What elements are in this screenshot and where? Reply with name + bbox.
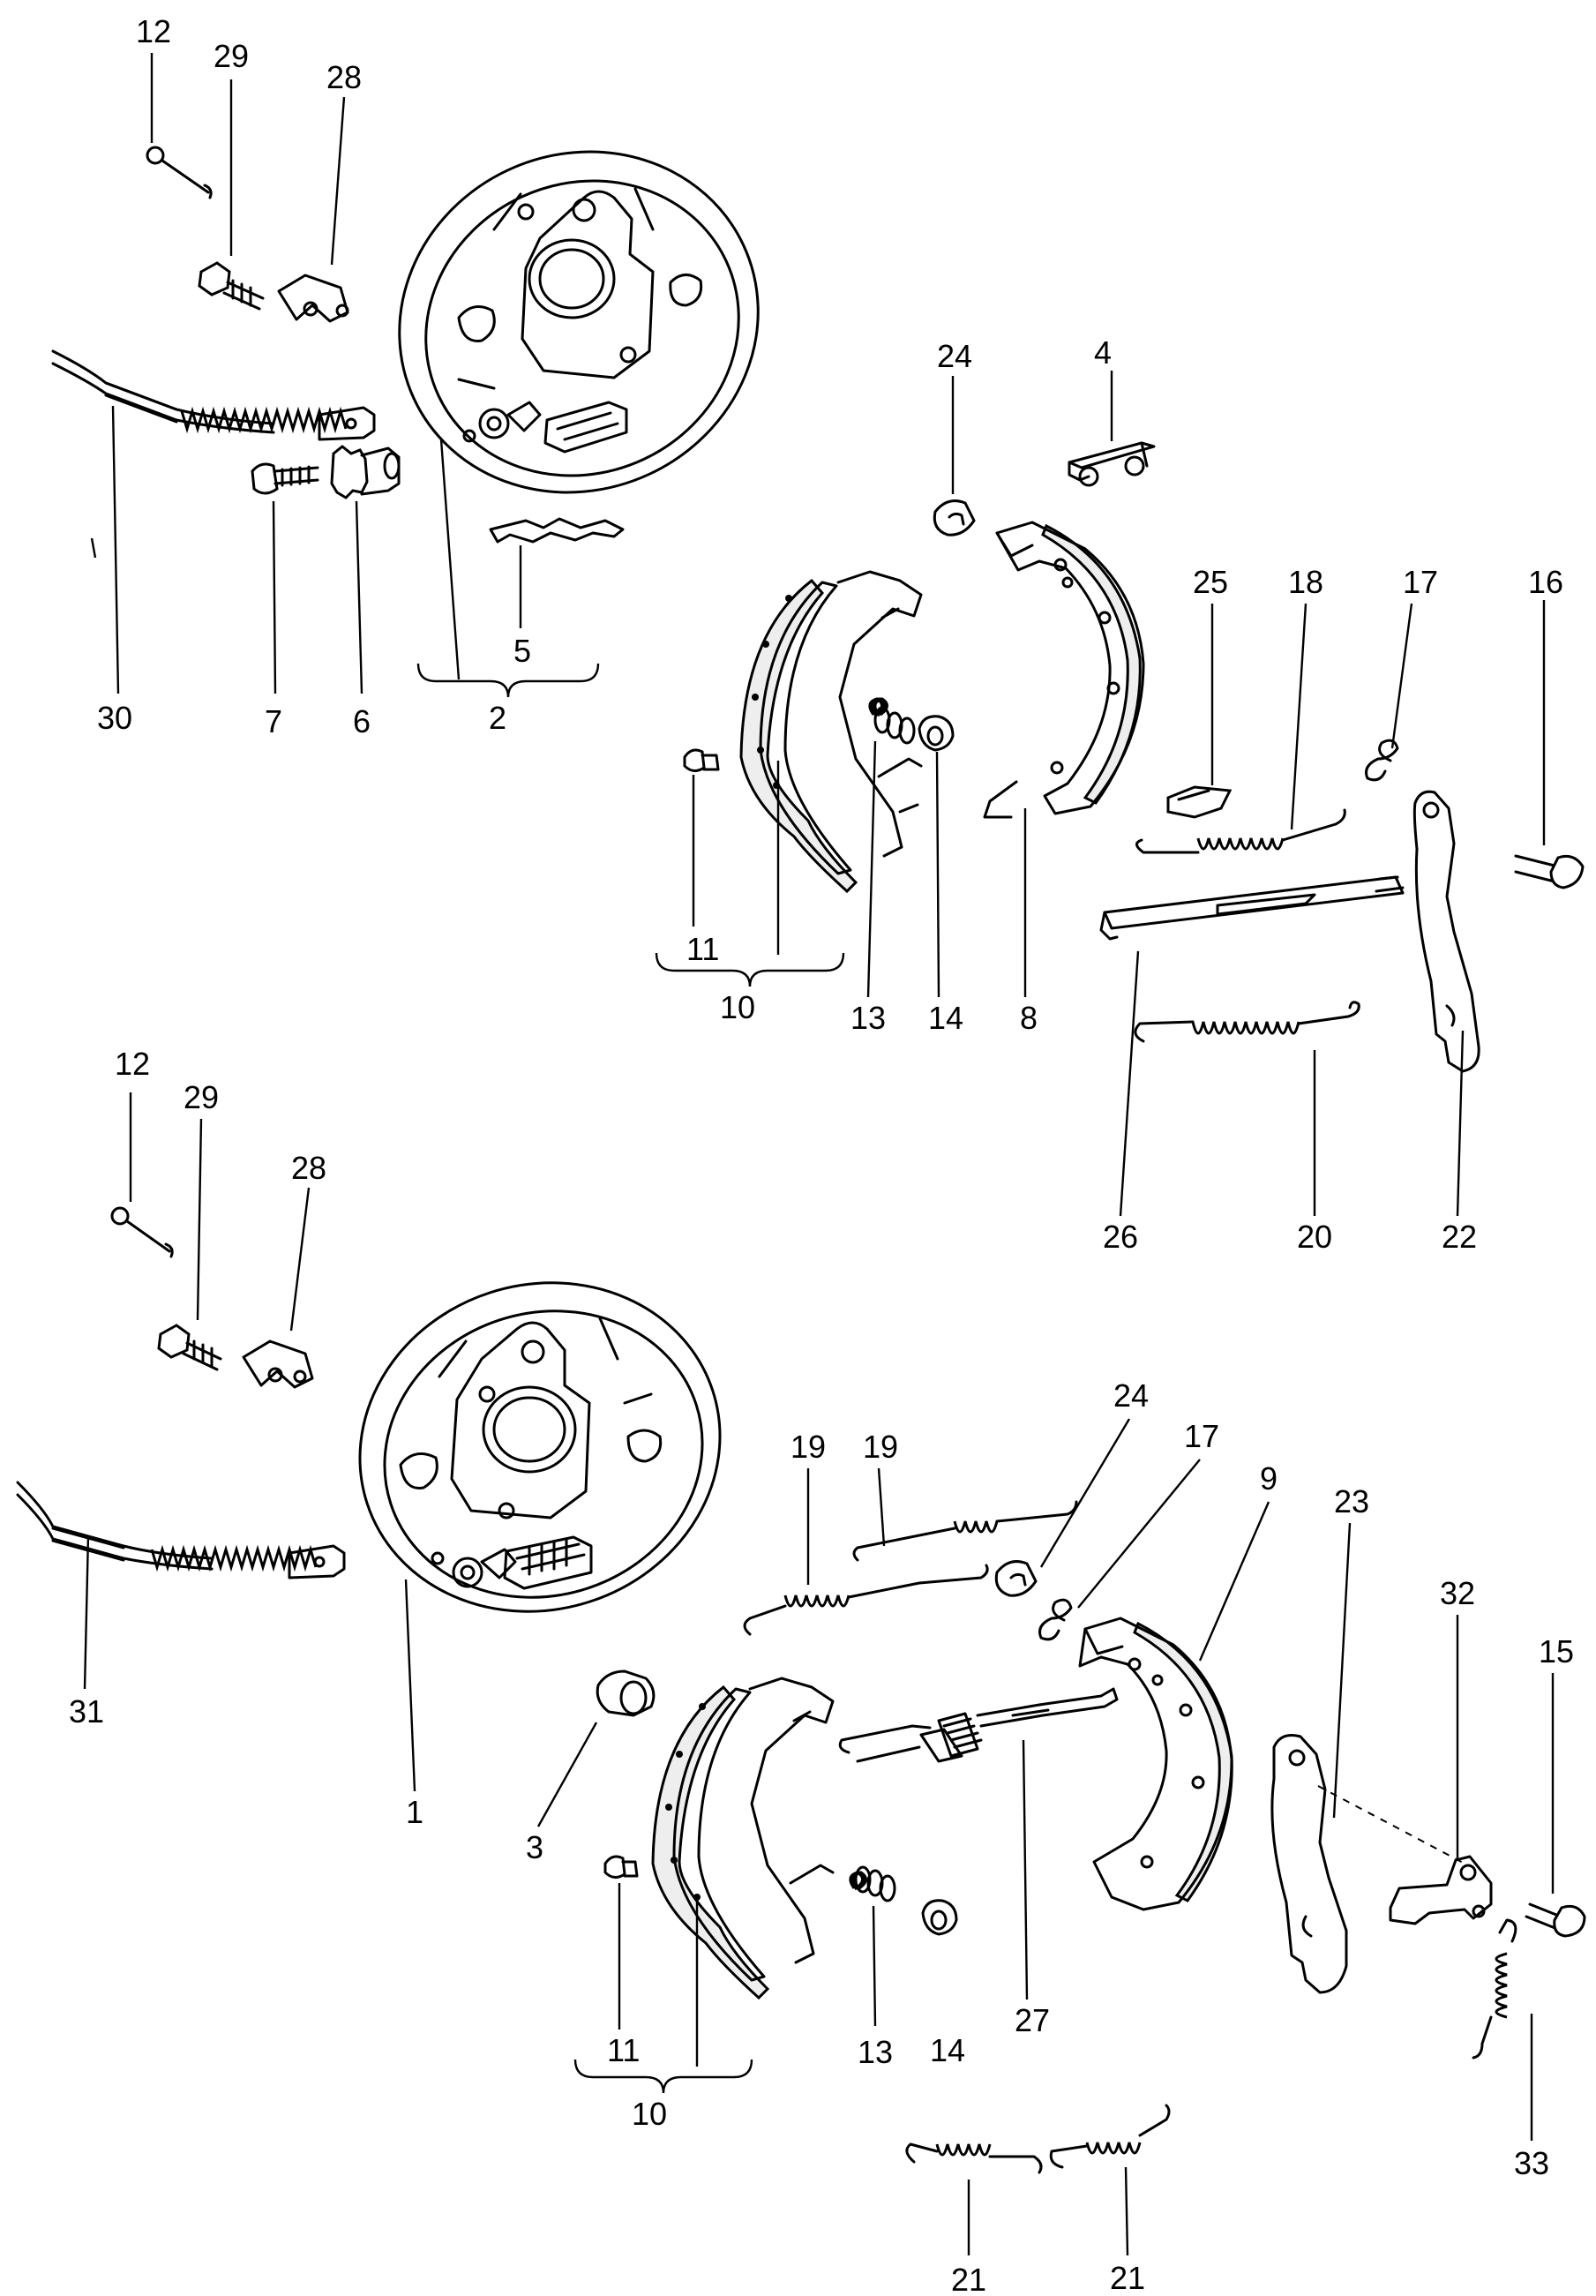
callout-33: 33 (1514, 2145, 1549, 2181)
callout-10-lower: 10 (632, 2096, 667, 2132)
callout-16: 16 (1528, 564, 1563, 600)
part-30-handbrake-cable-upper (51, 349, 376, 441)
callout-20: 20 (1297, 1219, 1332, 1255)
part-20-spring (1134, 1001, 1360, 1043)
callout-25: 25 (1193, 564, 1228, 600)
callout-23: 23 (1334, 1483, 1369, 1519)
part-16-bolt (1514, 854, 1585, 889)
part-31-handbrake-cable-lower (16, 1481, 346, 1579)
callout-9: 9 (1260, 1460, 1278, 1497)
part-21-spring-right (1049, 2104, 1171, 2169)
part-24-clip-upper (933, 499, 976, 536)
part-2-backing-plate-upper (398, 150, 760, 494)
callout-10-upper: 10 (720, 989, 755, 1025)
part-12-pin-upper (146, 146, 213, 199)
part-29-bolt-upper (198, 261, 265, 311)
callout-11-lower: 11 (607, 2032, 640, 2068)
callout-22: 22 (1442, 1219, 1477, 1255)
part-19-spring-right (852, 1500, 1078, 1562)
callout-12-lower: 12 (115, 1046, 150, 1082)
callout-28-upper: 28 (326, 59, 362, 95)
callout-13-lower: 13 (858, 2034, 893, 2070)
callout-27: 27 (1015, 2002, 1050, 2038)
callout-28-lower: 28 (291, 1150, 326, 1186)
part-6-adjuster-nut (330, 445, 401, 499)
part-10-brake-shoe-lower (651, 1677, 835, 2000)
callout-21-right: 21 (1110, 2260, 1145, 2296)
callout-30: 30 (97, 700, 132, 736)
callout-24-lower: 24 (1113, 1377, 1149, 1414)
callout-26: 26 (1103, 1219, 1138, 1255)
callout-11-upper: 11 (686, 931, 719, 967)
callout-15: 15 (1539, 1633, 1574, 1669)
callout-19-right: 19 (863, 1429, 898, 1465)
callout-2: 2 (489, 700, 506, 736)
callout-14-lower: 14 (930, 2032, 965, 2068)
part-19-spring-left (743, 1564, 989, 1636)
part-33-spring (1472, 1918, 1517, 2060)
callout-29-lower: 29 (184, 1079, 219, 1115)
part-11-pin-lower (603, 1855, 639, 1879)
part-28-clip-lower (242, 1339, 314, 1389)
part-11-pin-upper (683, 748, 720, 772)
part-14-cup-lower (921, 1899, 958, 1936)
part-24-clip-lower (994, 1560, 1038, 1597)
part-3-rubber-plug (596, 1669, 656, 1717)
part-9-brake-shoe (1078, 1617, 1233, 1911)
callout-18: 18 (1288, 564, 1323, 600)
callout-7: 7 (265, 703, 282, 739)
callout-13-upper: 13 (850, 1000, 886, 1036)
callout-14-upper: 14 (928, 1000, 963, 1036)
part-29-bolt-lower (157, 1324, 222, 1371)
callout-12-upper: 12 (136, 13, 171, 49)
part-23-parking-brake-lever (1270, 1734, 1348, 1994)
callout-32: 32 (1440, 1575, 1475, 1611)
part-1-backing-plate-lower (358, 1281, 722, 1613)
callout-24-upper: 24 (937, 338, 972, 374)
part-28-clip-upper (277, 274, 349, 323)
part-26-strut-bar (1099, 875, 1405, 941)
part-15-bolt (1525, 1902, 1586, 1938)
callout-31: 31 (69, 1693, 104, 1730)
part-14-cup-upper (918, 715, 955, 752)
part-7-adjuster-screw (251, 462, 319, 495)
part-8-brake-shoe (983, 521, 1145, 819)
part-13-spring-upper (868, 697, 916, 745)
callout-17-upper: 17 (1403, 564, 1438, 600)
part-32-lever-bracket (1389, 1855, 1493, 1925)
part-13-spring-lower (849, 1865, 896, 1902)
part-22-parking-brake-lever (1412, 790, 1480, 1073)
callout-8: 8 (1020, 1000, 1038, 1036)
part-5-bracket (489, 517, 625, 544)
part-4-retainer-clip (1068, 441, 1156, 487)
part-17-hook-upper (1365, 739, 1399, 782)
part-27-adjuster-assembly (838, 1687, 1119, 1763)
part-17-hook-lower (1038, 1598, 1073, 1641)
callout-4: 4 (1094, 334, 1112, 371)
callout-1: 1 (406, 1794, 423, 1830)
callout-3: 3 (526, 1829, 543, 1865)
part-18-spring (1135, 808, 1346, 854)
part-12-pin-lower (110, 1206, 174, 1258)
part-21-spring-left (905, 2142, 1043, 2174)
part-25-clip (1166, 785, 1233, 819)
callout-29-upper: 29 (214, 38, 249, 74)
callout-19-left: 19 (791, 1429, 826, 1465)
callout-6: 6 (353, 703, 371, 739)
callout-17-lower: 17 (1184, 1418, 1219, 1454)
part-10-brake-shoe-upper (739, 570, 923, 894)
callout-21-left: 21 (951, 2262, 986, 2296)
callout-5: 5 (513, 633, 531, 669)
